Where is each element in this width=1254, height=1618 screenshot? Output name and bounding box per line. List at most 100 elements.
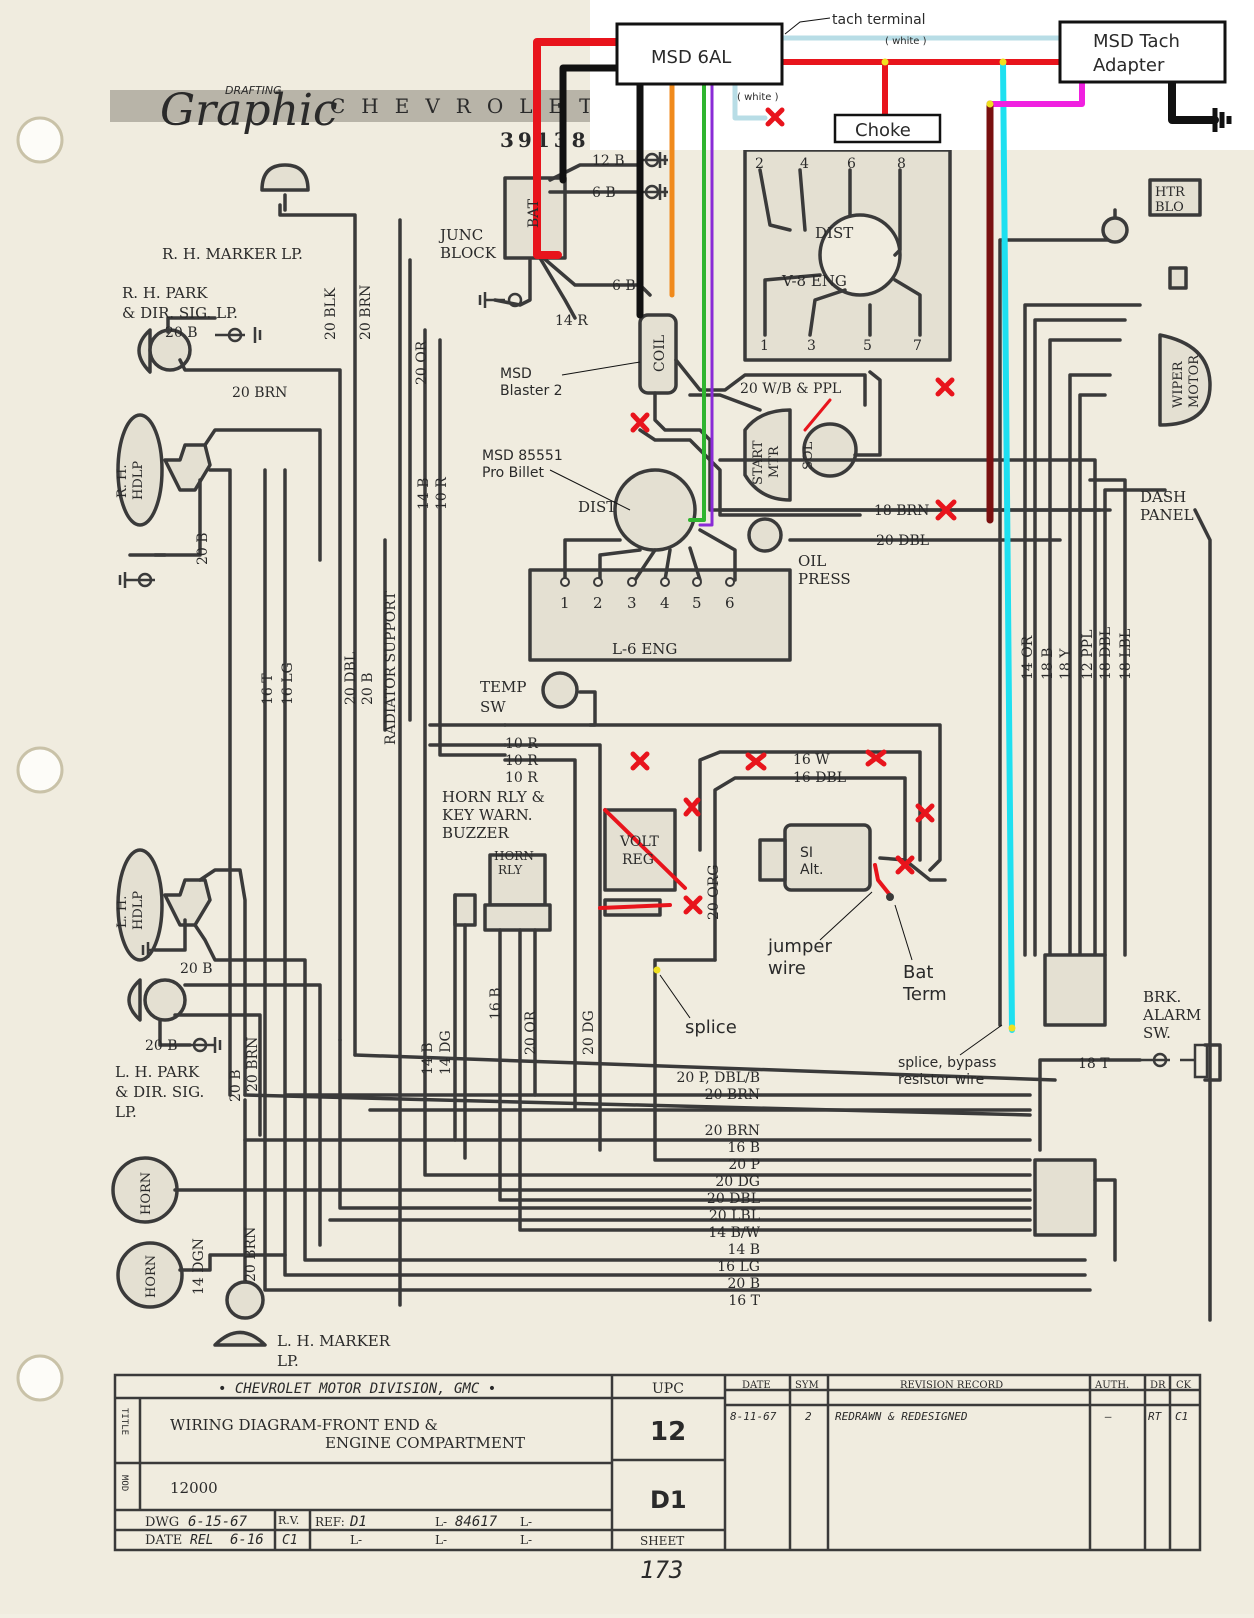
l-label-5: L-: [520, 1533, 532, 1547]
x-mark-reg-a: [683, 797, 701, 817]
bat-term-dot: [886, 893, 894, 901]
horn-box-1: HORN: [494, 849, 534, 863]
dash-2: PANEL: [1140, 506, 1194, 524]
wire-10r-v: 10 R: [434, 477, 450, 510]
coil-label: COIL: [652, 335, 668, 372]
lh-hdlp-1: L. H.: [115, 896, 130, 928]
msd-6al-label: MSD 6AL: [651, 47, 731, 68]
rev-ck: C1: [1175, 1410, 1188, 1423]
x-mark-reg-b: [683, 895, 703, 915]
wire-20or: 20 OR: [414, 340, 430, 385]
l-label-2: L-: [520, 1515, 532, 1529]
horn-rly-2: KEY WARN.: [442, 806, 533, 824]
rev-dr: RT: [1148, 1410, 1163, 1423]
overlay-components: MSD 6AL MSD Tach Adapter Choke tach term…: [615, 12, 1227, 144]
wire-16b-low: 16 B: [488, 987, 504, 1020]
overlay-annotations: MSD Blaster 2 MSD 85551 Pro Billet SI Al…: [482, 361, 1003, 1088]
wire-14or: 14 OR: [1020, 635, 1036, 680]
x-mark-alt: [895, 855, 915, 875]
rev-h-auth: AUTH.: [1094, 1380, 1129, 1391]
lh-park-1: L. H. PARK: [115, 1063, 200, 1081]
wire-20dg-low: 20 DG: [581, 1010, 597, 1055]
wire-10r-3: 10 R: [505, 770, 538, 786]
wire-14b-v: 14 B: [416, 477, 432, 510]
tach-adapter-line2: Adapter: [1093, 55, 1165, 76]
oil-1: OIL: [798, 552, 826, 570]
si-line2: Alt.: [800, 862, 823, 878]
choke-box: [833, 113, 942, 144]
title-line1: WIRING DIAGRAM-FRONT END &: [170, 1416, 438, 1434]
purple-wire: [698, 78, 714, 527]
wire-18t: 18 T: [1078, 1056, 1110, 1072]
red-strike-volt-reg: [603, 808, 687, 890]
wire-12b: 12 B: [592, 153, 625, 169]
l6-pin-number: 4: [660, 594, 670, 612]
l6-pin-number: 5: [692, 594, 702, 612]
wire-20dbl-oil: 20 DBL: [876, 533, 929, 549]
page-number: 173: [640, 1556, 683, 1584]
wire-20b-lh: 20 B: [180, 961, 213, 977]
wire-20wb: 20 W/B & PPL: [740, 381, 841, 397]
mod-tag: MOD: [119, 1475, 129, 1491]
si-line1: SI: [800, 845, 813, 861]
wire-12ppl: 12 PPL: [1080, 630, 1096, 680]
bat-line1: Bat: [903, 962, 933, 983]
l6-label: L-6 ENG: [612, 640, 677, 658]
bundle-wire-label: 20 P: [728, 1157, 760, 1173]
wire-20org: 20 ORG: [706, 865, 722, 920]
green-wire: [688, 78, 706, 522]
wire-6b-top: 6 B: [592, 185, 616, 201]
component-labels: R. H. MARKER LP. R. H. PARK & DIR. SIG. …: [115, 185, 1202, 1370]
title-line2: ENGINE COMPARTMENT: [325, 1434, 525, 1452]
l6-plug-terminal: [725, 577, 735, 587]
wire-16w: 16 W: [793, 752, 830, 768]
wiper-1: WIPER: [1171, 360, 1186, 408]
upc-value: 12: [650, 1417, 686, 1447]
wire-10r-2: 10 R: [505, 753, 538, 769]
horn-label-2: HORN: [144, 1255, 159, 1298]
sheet-label: SHEET: [640, 1534, 684, 1548]
v8-pin-top: 2: [755, 156, 764, 172]
ref-label: REF:: [315, 1515, 345, 1529]
splice-bypass-line2: resistor wire: [898, 1072, 984, 1088]
date-label: DATE: [145, 1533, 182, 1548]
ground-icon: [1212, 108, 1232, 132]
wire-20b-v: 20 B: [360, 672, 376, 705]
brk-2: ALARM: [1142, 1006, 1201, 1024]
dwg-label: DWG: [145, 1515, 179, 1530]
volt-2: REG: [622, 852, 654, 868]
black-ground-tach: [1168, 76, 1219, 124]
v8-dist-label: DIST: [815, 224, 853, 242]
l6-plug-terminal: [593, 577, 603, 587]
wire-16t: 16 T: [260, 673, 276, 705]
bundle-wire-label: 20 BRN: [705, 1123, 760, 1139]
binder-holes: [16, 116, 64, 1402]
l-label-1: L-: [435, 1515, 447, 1529]
bundle-wire-label: 20 DBL: [707, 1191, 760, 1207]
rel-date: 6-16: [230, 1532, 264, 1548]
l-label-4: L-: [435, 1533, 447, 1547]
wire-14dgn: 14 DGN: [191, 1238, 207, 1295]
l6-plug-terminal: [560, 577, 570, 587]
ref-value: D1: [349, 1514, 367, 1530]
dwg-date: 6-15-67: [188, 1514, 248, 1530]
lh-park-3: LP.: [115, 1103, 137, 1121]
bundle-wire-label: 14 B/W: [708, 1225, 760, 1241]
wire-labels: 12 B 6 B 6 B 14 R 20 B 20 BRN 20 BLK 20 …: [145, 153, 1134, 1295]
x-mark-coil: [630, 412, 650, 433]
bundle-wire-label: 14 B: [727, 1242, 760, 1258]
wire-14b-low: 14 B: [420, 1042, 436, 1075]
rel-label: REL: [190, 1533, 213, 1548]
white-wire-left: [732, 77, 768, 121]
x-mark-20wb: [935, 377, 955, 397]
rh-park-1: R. H. PARK: [122, 284, 208, 302]
tach-adapter-line1: MSD Tach: [1093, 31, 1180, 52]
rev-h-dr: DR: [1150, 1380, 1166, 1391]
wire-20blk: 20 BLK: [323, 287, 339, 340]
sol-label: SOL: [801, 441, 816, 470]
temp-2: SW: [480, 698, 506, 716]
rev-h-date: DATE: [742, 1380, 771, 1391]
bundle-wire-label: 20 LBL: [709, 1208, 760, 1224]
